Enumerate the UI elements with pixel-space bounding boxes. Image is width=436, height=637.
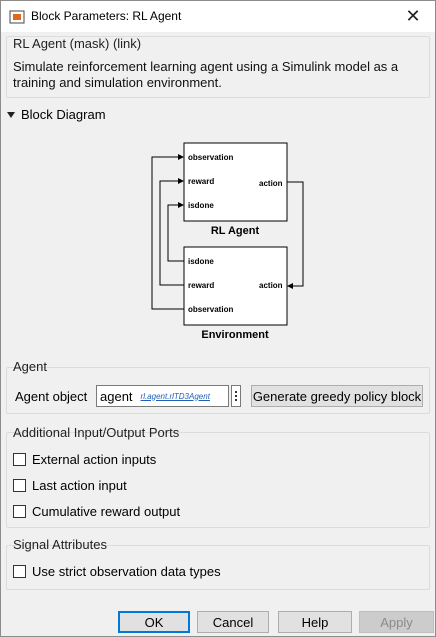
signal-section-title: Signal Attributes: [13, 537, 107, 552]
signal-attributes-panel: [6, 545, 430, 590]
generate-greedy-policy-button[interactable]: Generate greedy policy block: [251, 385, 423, 407]
ports-section-title: Additional Input/Output Ports: [13, 425, 180, 440]
agent-object-field[interactable]: agent rl.agent.rlTD3Agent: [96, 385, 229, 407]
ports-panel: [6, 432, 430, 528]
mask-description: Simulate reinforcement learning agent us…: [13, 59, 399, 90]
cumulative-reward-output-label: Cumulative reward output: [32, 504, 181, 519]
agent-panel: [6, 367, 430, 414]
block-diagram-label: Block Diagram: [21, 107, 106, 122]
agent-object-label: Agent object: [15, 389, 88, 404]
more-options-icon[interactable]: [231, 385, 241, 407]
action-line: [287, 181, 304, 287]
agent-type-link[interactable]: rl.agent.rlTD3Agent: [140, 391, 210, 401]
mask-description-panel: [6, 36, 430, 98]
env-block-name: Environment: [201, 329, 269, 341]
block-diagram-toggle[interactable]: Block Diagram: [7, 107, 106, 122]
title-bar[interactable]: Block Parameters: RL Agent ✕: [1, 1, 435, 32]
ok-button[interactable]: OK: [118, 611, 190, 633]
external-action-inputs-label: External action inputs: [32, 452, 157, 467]
arrowhead: [287, 283, 293, 289]
agent-input-reward: reward: [188, 177, 214, 186]
mask-title: RL Agent (mask) (link): [13, 36, 142, 51]
arrowhead: [178, 202, 184, 208]
agent-input-isdone: isdone: [188, 201, 214, 210]
help-button[interactable]: Help: [278, 611, 352, 633]
observation-line: [151, 156, 184, 310]
strict-observation-checkbox[interactable]: [13, 565, 26, 578]
env-output-observation: observation: [188, 305, 233, 314]
agent-block-name: RL Agent: [211, 225, 260, 237]
external-action-inputs-checkbox[interactable]: [13, 453, 26, 466]
env-input-action: action: [259, 281, 283, 290]
strict-observation-label: Use strict observation data types: [32, 564, 221, 579]
arrowhead: [178, 154, 184, 160]
last-action-input-option[interactable]: Last action input: [13, 478, 127, 493]
isdone-line: [167, 204, 184, 262]
external-action-inputs-option[interactable]: External action inputs: [13, 452, 156, 467]
cancel-button[interactable]: Cancel: [197, 611, 269, 633]
reward-line: [159, 180, 184, 286]
env-output-isdone: isdone: [188, 257, 214, 266]
agent-block: [183, 142, 288, 222]
window-title: Block Parameters: RL Agent: [31, 9, 182, 23]
arrowhead: [178, 178, 184, 184]
apply-button[interactable]: Apply: [359, 611, 434, 633]
cumulative-reward-output-option[interactable]: Cumulative reward output: [13, 504, 180, 519]
agent-object-value: agent: [100, 388, 133, 404]
last-action-input-label: Last action input: [32, 478, 127, 493]
agent-input-observation: observation: [188, 153, 233, 162]
strict-observation-option[interactable]: Use strict observation data types: [13, 564, 221, 579]
simulink-block-icon: [9, 10, 25, 24]
agent-section-title: Agent: [13, 359, 47, 374]
last-action-input-checkbox[interactable]: [13, 479, 26, 492]
cumulative-reward-output-checkbox[interactable]: [13, 505, 26, 518]
chevron-down-icon: [7, 111, 15, 118]
block-diagram: observation reward isdone action RL Agen…: [151, 142, 304, 341]
env-block: [183, 246, 288, 326]
env-output-reward: reward: [188, 281, 214, 290]
close-icon[interactable]: ✕: [405, 6, 421, 26]
agent-output-action: action: [259, 179, 283, 188]
